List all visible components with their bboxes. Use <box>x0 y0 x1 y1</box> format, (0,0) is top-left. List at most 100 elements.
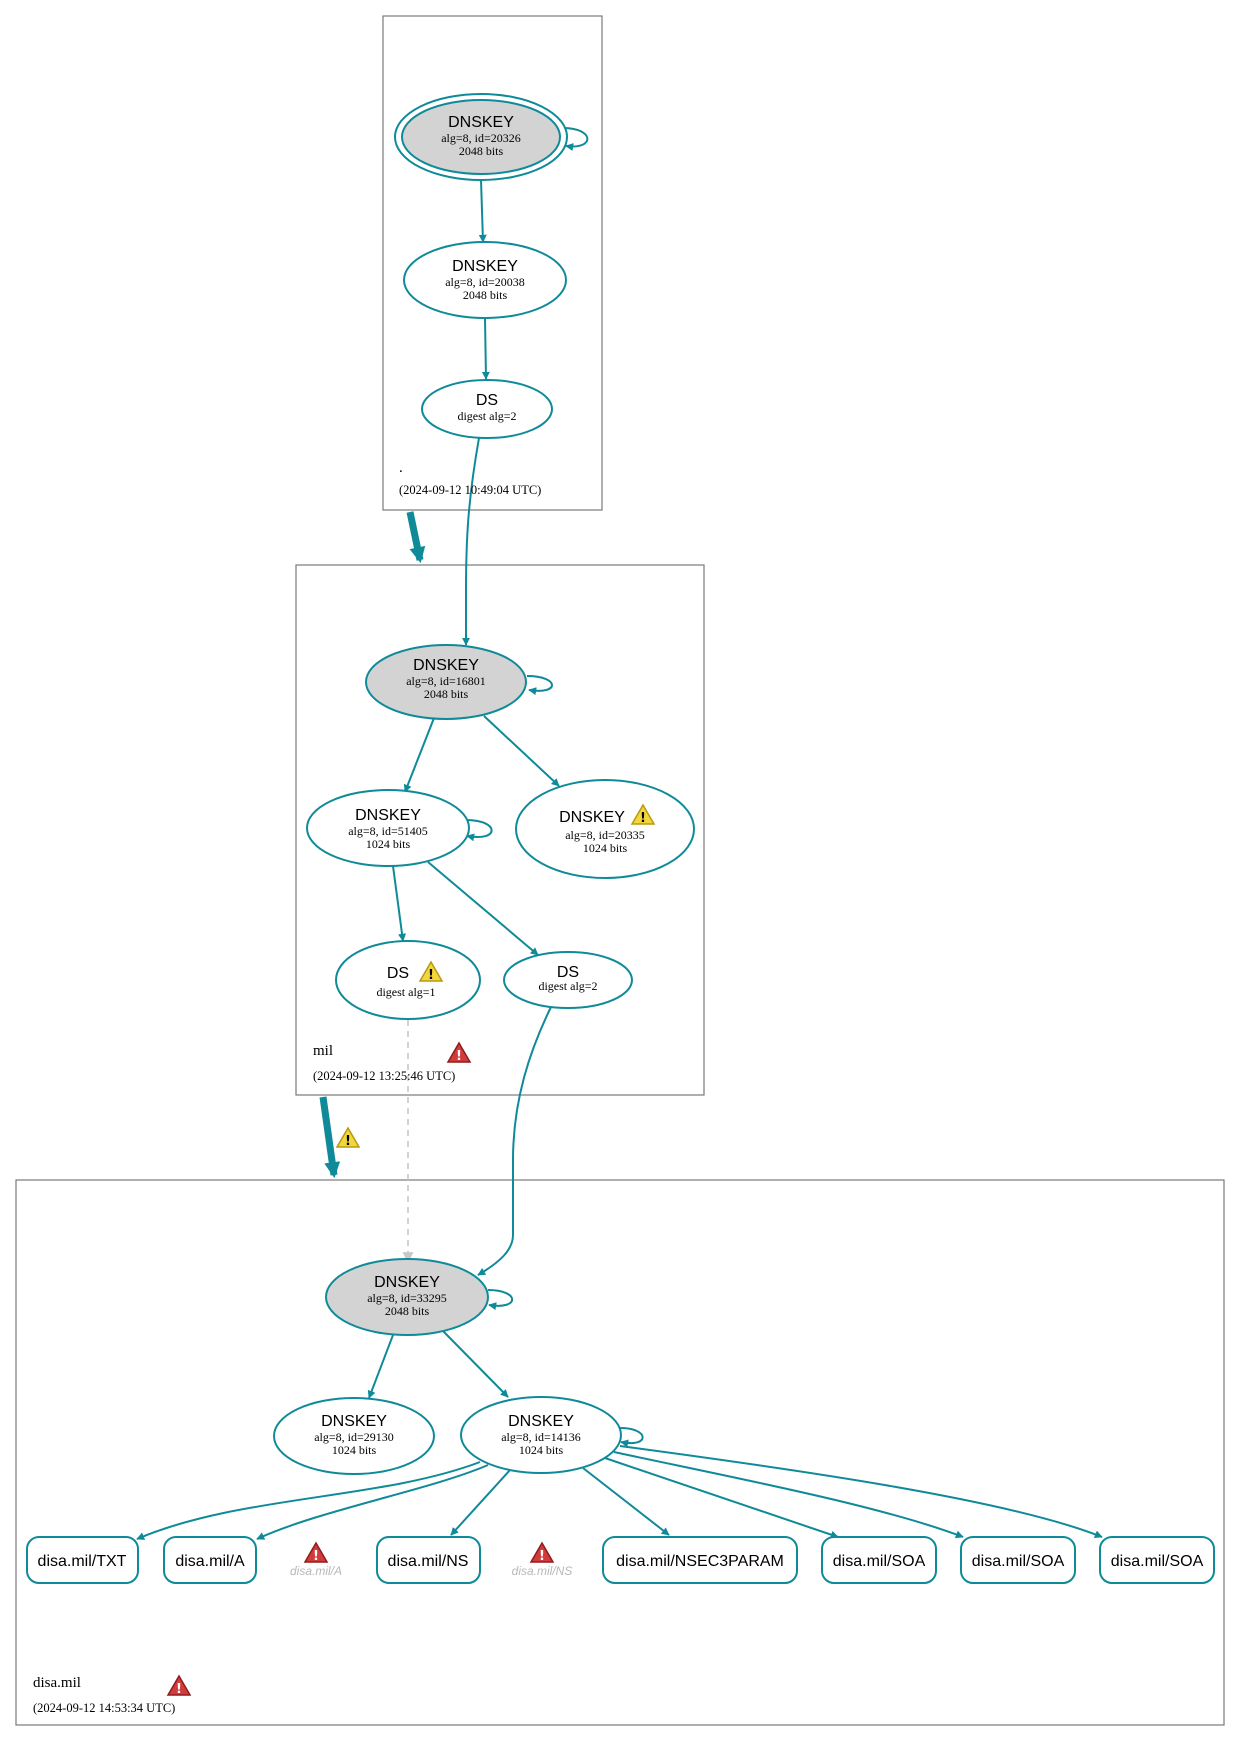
edge-zsk2-to-nsec3param <box>582 1467 670 1536</box>
edge-root-zsk-to-ds <box>481 317 490 380</box>
node-root-ds[interactable]: DS digest alg=2 <box>421 379 553 439</box>
edge-disa-ksk-self <box>487 1289 514 1311</box>
node-bits: 2048 bits <box>385 1304 430 1318</box>
rrset-soa-1[interactable]: disa.mil/SOA <box>821 1536 937 1584</box>
rrset-txt[interactable]: disa.mil/TXT <box>26 1536 139 1584</box>
error-icon: ! <box>166 1674 192 1697</box>
rrset-label: disa.mil/TXT <box>38 1553 127 1570</box>
warning-icon: ! <box>418 960 444 983</box>
node-mil-ds2[interactable]: DS digest alg=2 <box>503 951 633 1009</box>
delegation-warning-icon: ! <box>335 1126 361 1149</box>
node-title: DNSKEY <box>448 114 514 131</box>
node-root-zsk[interactable]: DNSKEY alg=8, id=20038 2048 bits <box>403 241 567 319</box>
node-mil-ksk[interactable]: DNSKEY alg=8, id=16801 2048 bits <box>365 644 527 720</box>
node-bits: 2048 bits <box>424 687 469 701</box>
node-bits: 1024 bits <box>366 837 411 851</box>
rrset-a[interactable]: disa.mil/A <box>163 1536 257 1584</box>
svg-text:!: ! <box>428 968 434 983</box>
edge-disa-ksk-to-zsk1 <box>367 1334 394 1399</box>
node-detail: digest alg=2 <box>538 979 597 993</box>
edge-mil-zsk1-to-ds2 <box>427 861 539 956</box>
node-title: DNSKEY <box>321 1413 387 1430</box>
node-title: DNSKEY <box>452 258 518 275</box>
node-detail: alg=8, id=14136 <box>501 1430 581 1444</box>
zone-root-name: . <box>399 460 403 476</box>
ghost-rrset-ns[interactable]: ! disa.mil/NS <box>512 1541 573 1578</box>
svg-text:!: ! <box>539 1549 545 1564</box>
rrset-ns[interactable]: disa.mil/NS <box>376 1536 481 1584</box>
node-detail: digest alg=2 <box>457 409 516 423</box>
rrset-soa-3[interactable]: disa.mil/SOA <box>1099 1536 1215 1584</box>
svg-text:!: ! <box>456 1049 462 1064</box>
delegation-root-to-mil <box>406 511 426 564</box>
svg-text:!: ! <box>313 1549 319 1564</box>
edge-mil-ksk-to-zsk1 <box>403 717 435 793</box>
ghost-rrset-label: disa.mil/A <box>290 1564 342 1578</box>
node-bits: 1024 bits <box>583 841 628 855</box>
error-icon: ! <box>303 1541 329 1564</box>
edge-root-ds-to-mil-ksk <box>462 437 480 646</box>
ghost-rrset-label: disa.mil/NS <box>512 1564 573 1578</box>
node-mil-zsk2[interactable]: DNSKEY ! alg=8, id=20335 1024 bits <box>515 779 695 879</box>
edges <box>136 127 1103 1540</box>
edge-mil-ds2-to-disa-ksk <box>477 1006 552 1276</box>
edge-root-ksk-self <box>562 127 589 151</box>
rrset-label: disa.mil/A <box>175 1553 245 1570</box>
node-root-ksk[interactable]: DNSKEY alg=8, id=20326 2048 bits <box>394 93 568 181</box>
node-bits: 2048 bits <box>463 288 508 302</box>
node-disa-zsk1[interactable]: DNSKEY alg=8, id=29130 1024 bits <box>273 1397 435 1475</box>
node-title: DS <box>557 964 579 981</box>
zone-disa-name: disa.mil <box>33 1675 81 1691</box>
node-detail: digest alg=1 <box>376 985 435 999</box>
svg-text:!: ! <box>176 1682 182 1697</box>
node-detail: alg=8, id=20335 <box>565 828 645 842</box>
node-title: DS <box>387 965 409 982</box>
rrset-soa-2[interactable]: disa.mil/SOA <box>960 1536 1076 1584</box>
node-bits: 1024 bits <box>519 1443 564 1457</box>
node-detail: alg=8, id=20326 <box>441 131 521 145</box>
edge-disa-zsk2-self <box>619 1427 644 1448</box>
zone-root-timestamp: (2024-09-12 10:49:04 UTC) <box>399 483 541 497</box>
edge-mil-zsk1-self <box>465 819 493 842</box>
node-bits: 2048 bits <box>459 144 504 158</box>
edge-disa-ksk-to-zsk2 <box>442 1330 509 1398</box>
rrset-label: disa.mil/NSEC3PARAM <box>616 1553 784 1570</box>
node-bits: 1024 bits <box>332 1443 377 1457</box>
edge-zsk2-to-soa3 <box>619 1445 1103 1539</box>
edge-mil-ksk-self <box>526 675 553 696</box>
node-detail: alg=8, id=51405 <box>348 824 428 838</box>
node-disa-ksk[interactable]: DNSKEY alg=8, id=33295 2048 bits <box>325 1258 489 1336</box>
edge-mil-ksk-to-zsk2 <box>483 715 560 787</box>
edge-zsk2-to-txt <box>136 1461 481 1540</box>
error-icon: ! <box>446 1041 472 1064</box>
node-mil-ds1[interactable]: DS ! digest alg=1 <box>335 940 481 1020</box>
edge-mil-zsk1-to-ds1 <box>392 865 407 942</box>
node-title: DNSKEY <box>413 657 479 674</box>
svg-text:!: ! <box>345 1134 351 1149</box>
node-detail: alg=8, id=29130 <box>314 1430 394 1444</box>
rrset-nsec3param[interactable]: disa.mil/NSEC3PARAM <box>602 1536 798 1584</box>
node-title: DNSKEY <box>374 1274 440 1291</box>
edge-zsk2-to-soa2 <box>613 1451 964 1539</box>
edge-zsk2-to-soa1 <box>604 1457 839 1539</box>
zone-mil-name: mil <box>313 1043 333 1059</box>
edge-zsk2-to-a <box>256 1464 489 1540</box>
node-disa-zsk2[interactable]: DNSKEY alg=8, id=14136 1024 bits <box>460 1396 622 1474</box>
delegation-mil-to-disa <box>319 1096 341 1179</box>
rrset-label: disa.mil/SOA <box>833 1553 926 1570</box>
rrset-label: disa.mil/SOA <box>1111 1553 1204 1570</box>
node-title: DNSKEY <box>508 1413 574 1430</box>
svg-text:!: ! <box>640 811 646 826</box>
rrset-label: disa.mil/NS <box>388 1553 469 1570</box>
ghost-rrset-a[interactable]: ! disa.mil/A <box>290 1541 342 1578</box>
node-title: DNSKEY <box>355 807 421 824</box>
node-title: DS <box>476 392 498 409</box>
warning-icon: ! <box>630 803 656 826</box>
zone-mil-timestamp: (2024-09-12 13:25:46 UTC) <box>313 1069 455 1083</box>
node-detail: alg=8, id=16801 <box>406 674 486 688</box>
zone-disa-timestamp: (2024-09-12 14:53:34 UTC) <box>33 1701 175 1715</box>
node-mil-zsk1[interactable]: DNSKEY alg=8, id=51405 1024 bits <box>306 789 470 867</box>
edge-zsk2-to-ns <box>450 1469 511 1536</box>
node-detail: alg=8, id=33295 <box>367 1291 447 1305</box>
